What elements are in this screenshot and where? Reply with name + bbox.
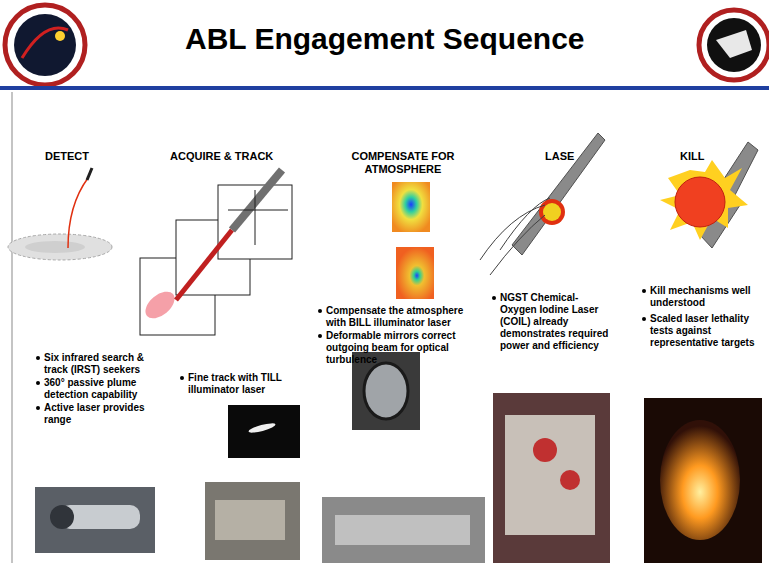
stage-heading: LASE (545, 150, 605, 163)
bullet-text: NGST Chemical-Oxygen Iodine Laser (COIL)… (492, 292, 610, 352)
compensate-art (392, 182, 434, 299)
bullet-dot (36, 381, 40, 385)
bullet-text: Kill mechanisms well understood (642, 285, 764, 309)
bullet-dot (318, 334, 322, 338)
bullet-text: Scaled laser lethality tests against rep… (642, 313, 764, 349)
mda-logo (5, 5, 85, 85)
acquire-art (140, 170, 292, 335)
bullet-item: Compensate the atmosphere with BILL illu… (318, 305, 478, 329)
bullet-dot (36, 406, 40, 410)
stage-heading: DETECT (45, 150, 155, 163)
bullet-item: NGST Chemical-Oxygen Iodine Laser (COIL)… (492, 292, 610, 352)
lase-art (480, 133, 605, 275)
bullet-text: Fine track with TILL illuminator laser (180, 372, 310, 396)
bullet-text: Deformable mirrors correct outgoing beam… (318, 330, 478, 366)
bullet-item: Fine track with TILL illuminator laser (180, 372, 310, 396)
detect-art (8, 168, 112, 260)
bullet-item: 360° passive plume detection capability (36, 377, 166, 401)
bullet-dot (642, 317, 646, 321)
mirror-photo (322, 352, 485, 563)
bullet-dot (492, 296, 496, 300)
track-photo (205, 405, 300, 560)
bullet-dot (642, 289, 646, 293)
stage-heading: COMPENSATE FOR ATMOSPHERE (328, 150, 478, 176)
stage-heading: KILL (680, 150, 740, 163)
kill-art (660, 142, 758, 248)
bullet-text: Six infrared search & track (IRST) seeke… (36, 352, 166, 376)
lethality-photo (644, 398, 762, 563)
bullet-text: 360° passive plume detection capability (36, 377, 166, 401)
abl-logo (699, 10, 769, 80)
bullet-item: Six infrared search & track (IRST) seeke… (36, 352, 166, 376)
bullet-dot (318, 309, 322, 313)
detect-photo (35, 487, 155, 553)
bullet-item: Active laser provides range (36, 402, 166, 426)
coil-photo (493, 393, 610, 563)
bullet-text: Compensate the atmosphere with BILL illu… (318, 305, 478, 329)
bullet-item: Scaled laser lethality tests against rep… (642, 313, 764, 349)
bullet-dot (180, 376, 184, 380)
bullet-item: Kill mechanisms well understood (642, 285, 764, 309)
bullet-text: Active laser provides range (36, 402, 166, 426)
stage-heading: ACQUIRE & TRACK (170, 150, 310, 163)
bullet-dot (36, 356, 40, 360)
title-rule (0, 86, 769, 90)
slide-title: ABL Engagement Sequence (185, 22, 585, 56)
bullet-item: Deformable mirrors correct outgoing beam… (318, 330, 478, 366)
side-rule (11, 92, 13, 563)
